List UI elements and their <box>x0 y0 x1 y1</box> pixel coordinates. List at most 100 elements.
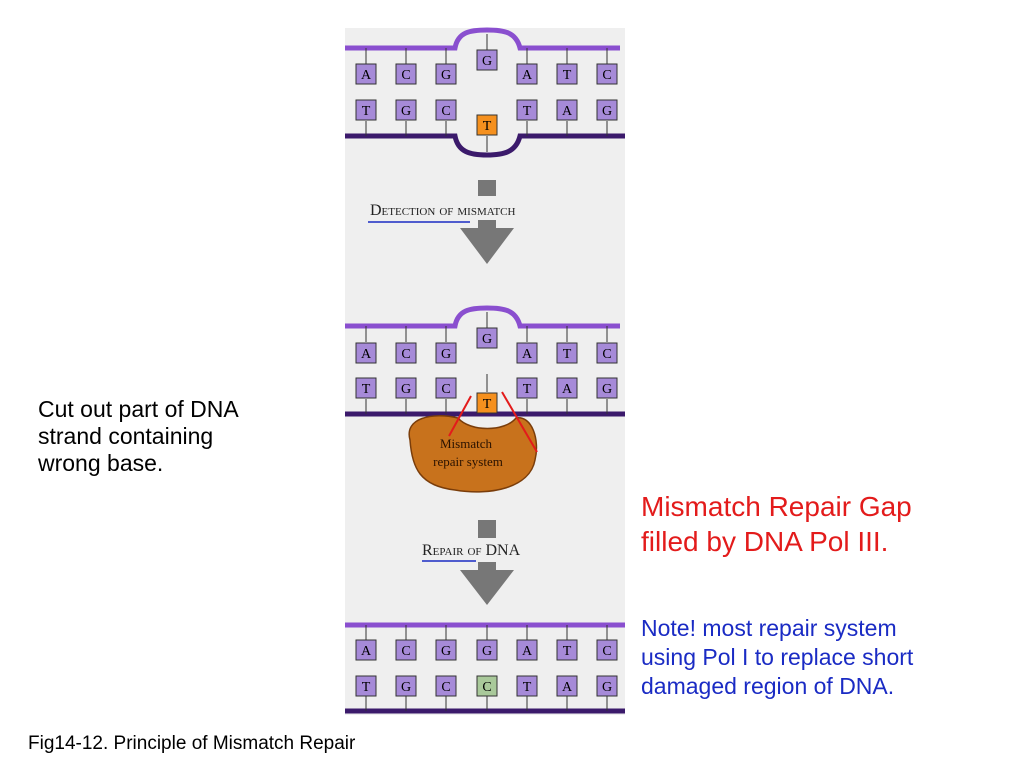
note-line: filled by DNA Pol III. <box>641 525 889 557</box>
base-label: T <box>563 68 572 83</box>
base-label: C <box>441 104 450 119</box>
base-label: C <box>401 347 410 362</box>
base-label: A <box>562 104 573 119</box>
down-arrow-icon <box>460 520 514 605</box>
base-label: T <box>563 347 572 362</box>
base-label: A <box>361 68 372 83</box>
base-box: A <box>556 675 578 697</box>
base-label: T <box>362 382 371 397</box>
base-label: C <box>401 68 410 83</box>
bottom-strand-bases: T G C T T A G <box>355 377 618 414</box>
base-box: G <box>395 675 417 697</box>
base-box: C <box>596 63 618 85</box>
base-box: G <box>596 99 618 121</box>
note-line: Note! most repair system <box>641 615 897 641</box>
note-line: using Pol I to replace short <box>641 643 914 670</box>
base-label: G <box>401 382 411 397</box>
base-label: G <box>401 680 411 695</box>
base-box: G <box>395 99 417 121</box>
base-label: T <box>362 680 371 695</box>
base-label: A <box>562 382 573 397</box>
base-label: G <box>401 104 411 119</box>
dna-stage-mismatch: A C G G A T C T G C T T A G <box>345 27 625 158</box>
base-label: C <box>482 680 491 695</box>
base-box: G <box>596 377 618 399</box>
base-label: G <box>482 54 492 69</box>
base-label: A <box>522 68 533 83</box>
base-box: C <box>395 639 417 661</box>
base-label: C <box>602 644 611 659</box>
dna-stage-excision: Mismatch repair system A C G G A T C T G… <box>345 305 625 493</box>
repaired-base-box: C <box>476 675 498 697</box>
base-label: A <box>562 680 573 695</box>
base-label: T <box>523 104 532 119</box>
base-label: A <box>522 347 533 362</box>
step-label-repair: Repair of DNA <box>422 542 521 559</box>
mismatch-base-box: T <box>476 114 498 136</box>
bottom-backbone <box>345 133 625 158</box>
pol-i-note: Note! most repair system using Pol I to … <box>641 614 913 701</box>
base-box: C <box>395 63 417 85</box>
base-box: T <box>355 99 377 121</box>
note-line: Mismatch Repair Gap <box>641 491 912 522</box>
down-arrow-icon <box>460 180 514 264</box>
base-label: G <box>441 68 451 83</box>
base-box: C <box>435 99 457 121</box>
mismatch-base-box: T <box>476 392 498 414</box>
mismatch-repair-enzyme <box>408 415 538 493</box>
top-backbone <box>345 305 620 329</box>
base-box: G <box>476 639 498 661</box>
cut-line <box>448 395 472 437</box>
base-box: C <box>395 342 417 364</box>
bottom-strand-bases: T G C T T A G <box>355 99 618 136</box>
base-label: A <box>361 644 372 659</box>
base-box: C <box>435 675 457 697</box>
note-line: wrong base. <box>38 450 164 477</box>
base-box: T <box>516 99 538 121</box>
base-box: T <box>556 639 578 661</box>
base-label: G <box>441 347 451 362</box>
base-box: C <box>596 639 618 661</box>
note-line: damaged region of DNA. <box>641 672 895 699</box>
base-label: G <box>482 644 492 659</box>
base-label: G <box>602 382 612 397</box>
base-box: A <box>355 639 377 661</box>
bottom-strand-bases: T G C C T A G <box>355 675 618 697</box>
base-box: T <box>556 342 578 364</box>
base-box: T <box>355 675 377 697</box>
base-box: G <box>476 49 498 71</box>
base-box: G <box>435 63 457 85</box>
base-label: A <box>361 347 372 362</box>
base-label: C <box>602 347 611 362</box>
cut-line <box>501 391 538 453</box>
top-strand-bases: A C G G A T C <box>355 327 618 364</box>
base-label: T <box>523 680 532 695</box>
top-backbone <box>345 27 620 51</box>
base-label: T <box>483 119 492 134</box>
base-label: C <box>602 68 611 83</box>
base-label: T <box>483 397 492 412</box>
gap-fill-note: Mismatch Repair Gap filled by DNA Pol II… <box>641 490 912 559</box>
base-label: C <box>441 680 450 695</box>
base-label: G <box>482 332 492 347</box>
base-label: A <box>522 644 533 659</box>
base-box: A <box>516 63 538 85</box>
top-strand-bases: A C G G A T C <box>355 49 618 85</box>
base-box: A <box>516 342 538 364</box>
base-box: T <box>516 675 538 697</box>
base-label: G <box>602 104 612 119</box>
dna-stage-repaired: A C G G A T C T G C C T A G <box>345 622 625 714</box>
base-label: T <box>362 104 371 119</box>
base-box: G <box>596 675 618 697</box>
note-line: strand containing <box>38 423 214 450</box>
base-label: G <box>602 680 612 695</box>
base-box: A <box>556 377 578 399</box>
label-backdrop <box>420 196 570 220</box>
base-box: T <box>516 377 538 399</box>
base-box: C <box>596 342 618 364</box>
excision-note: Cut out part of DNA strand containing wr… <box>38 396 239 477</box>
base-label: G <box>441 644 451 659</box>
base-label: T <box>523 382 532 397</box>
base-label: C <box>441 382 450 397</box>
